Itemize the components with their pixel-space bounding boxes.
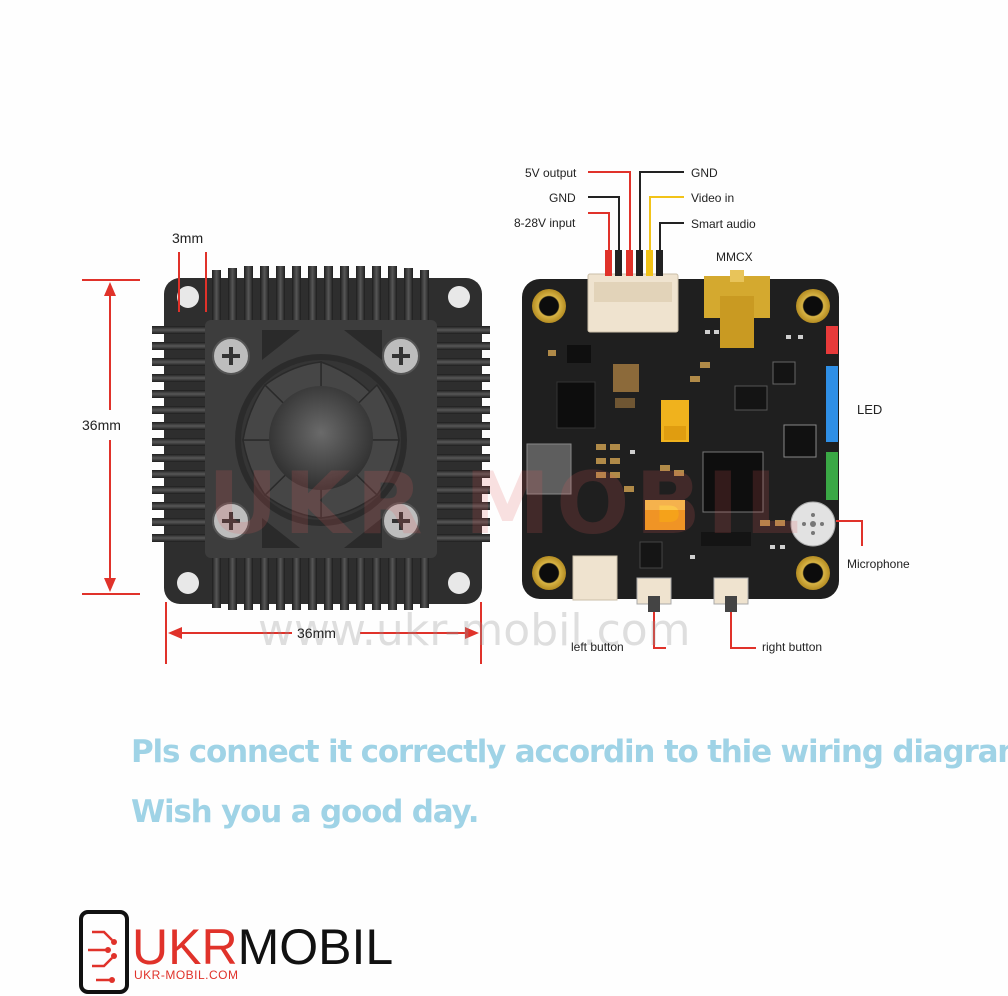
led-green bbox=[826, 452, 838, 500]
bottom-fins bbox=[212, 552, 429, 610]
mount-hole bbox=[177, 286, 199, 308]
mount-pad bbox=[796, 289, 830, 323]
wiring-note: Pls connect it correctly accordin to thi… bbox=[131, 734, 1008, 770]
right-fins bbox=[436, 326, 490, 542]
dimension-height-label: 36mm bbox=[82, 417, 121, 433]
dimension-lines bbox=[82, 252, 482, 664]
wire-label-input: 8-28V input bbox=[514, 216, 576, 230]
wire-label-smart-audio: Smart audio bbox=[691, 217, 756, 231]
fan-hub bbox=[269, 386, 373, 490]
wire-stubs bbox=[605, 250, 663, 276]
left-fins bbox=[152, 326, 212, 542]
pcb-board bbox=[522, 270, 839, 612]
fan bbox=[235, 354, 407, 526]
screw-icon bbox=[212, 337, 250, 375]
top-fins bbox=[212, 266, 429, 328]
right-button-label: right button bbox=[762, 640, 823, 654]
inductor bbox=[526, 443, 572, 495]
screw-icon bbox=[382, 502, 420, 540]
logo-text-mobil: MOBIL bbox=[237, 919, 394, 975]
main-chip bbox=[702, 451, 764, 513]
microphone-label: Microphone bbox=[847, 557, 910, 571]
screw-icon bbox=[212, 502, 250, 540]
led-blue bbox=[826, 366, 838, 442]
heatsink-module bbox=[152, 266, 490, 610]
left-button-label: left button bbox=[571, 640, 624, 654]
dimension-width-label: 36mm bbox=[297, 625, 336, 641]
logo-text-ukr: UKR bbox=[132, 919, 238, 975]
aux-chip bbox=[783, 424, 817, 458]
mount-pad bbox=[532, 556, 566, 590]
wire-label-gnd-right: GND bbox=[691, 166, 718, 180]
led-strip bbox=[826, 326, 838, 500]
brand-logo: UKRMOBIL bbox=[132, 922, 393, 972]
phone-circuit-icon bbox=[79, 910, 129, 994]
wire-label-5v-output: 5V output bbox=[525, 166, 577, 180]
callout-leaders bbox=[653, 520, 863, 649]
mount-pad bbox=[796, 556, 830, 590]
mount-hole bbox=[177, 572, 199, 594]
right-button-icon bbox=[713, 577, 749, 612]
microphone-icon bbox=[790, 501, 836, 547]
mmcx-label: MMCX bbox=[716, 250, 753, 264]
screw-icon bbox=[382, 337, 420, 375]
left-button-icon bbox=[636, 577, 672, 612]
mount-hole bbox=[448, 286, 470, 308]
mount-pad bbox=[532, 289, 566, 323]
wire-label-video-in: Video in bbox=[691, 191, 735, 205]
mount-hole bbox=[448, 572, 470, 594]
wire-label-gnd-left: GND bbox=[549, 191, 576, 205]
led-label: LED bbox=[857, 402, 883, 417]
logo-url: UKR-MOBIL.COM bbox=[134, 968, 239, 982]
led-red bbox=[826, 326, 838, 354]
dimension-thickness-label: 3mm bbox=[172, 230, 204, 246]
greeting-note: Wish you a good day. bbox=[131, 794, 479, 830]
mmcx-connector bbox=[704, 270, 770, 348]
